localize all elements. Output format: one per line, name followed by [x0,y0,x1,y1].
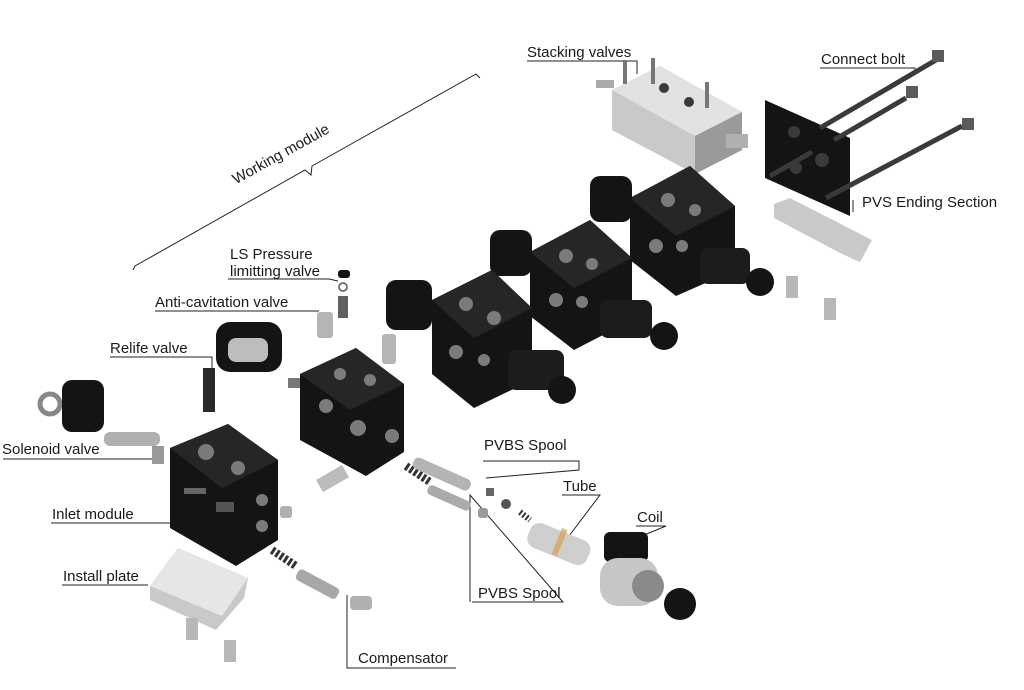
label-ls-pressure: LS Pressure [230,246,313,263]
compensator-part [269,465,372,610]
label-inlet-module: Inlet module [52,506,134,523]
label-pvbs-spool-bottom: PVBS Spool [478,585,561,602]
pvbs-spool-parts [403,457,532,523]
working-module-3 [590,166,774,296]
label-pvs-ending-section: PVS Ending Section [862,194,998,211]
label-install-plate: Install plate [63,568,139,585]
solenoid-valve-part [37,380,164,464]
label-pvbs-spool-top: PVBS Spool [484,437,567,454]
label-anti-cavitation-valve: Anti-cavitation valve [155,294,289,311]
working-module-bracket [132,73,481,271]
small-valve-parts [203,270,396,412]
pvs-ending-section-part [765,50,974,320]
coil-part [600,532,696,620]
label-limitting-valve: limitting valve [230,263,321,280]
leader-lines [3,60,916,669]
label-relife-valve: Relife valve [110,340,188,357]
middle-block [300,348,404,476]
label-solenoid-valve: Solenoid valve [2,441,100,458]
stacking-valves-part [596,58,748,174]
inlet-module-part [170,424,292,566]
label-tube: Tube [563,478,597,495]
working-module-1 [386,270,576,408]
label-stacking-valves: Stacking valves [527,44,632,61]
tube-part [527,523,591,566]
install-plate-part [150,548,248,662]
label-connect-bolt: Connect bolt [821,51,906,68]
working-module-2 [490,220,678,350]
label-compensator: Compensator [358,650,449,667]
label-coil: Coil [637,509,663,526]
